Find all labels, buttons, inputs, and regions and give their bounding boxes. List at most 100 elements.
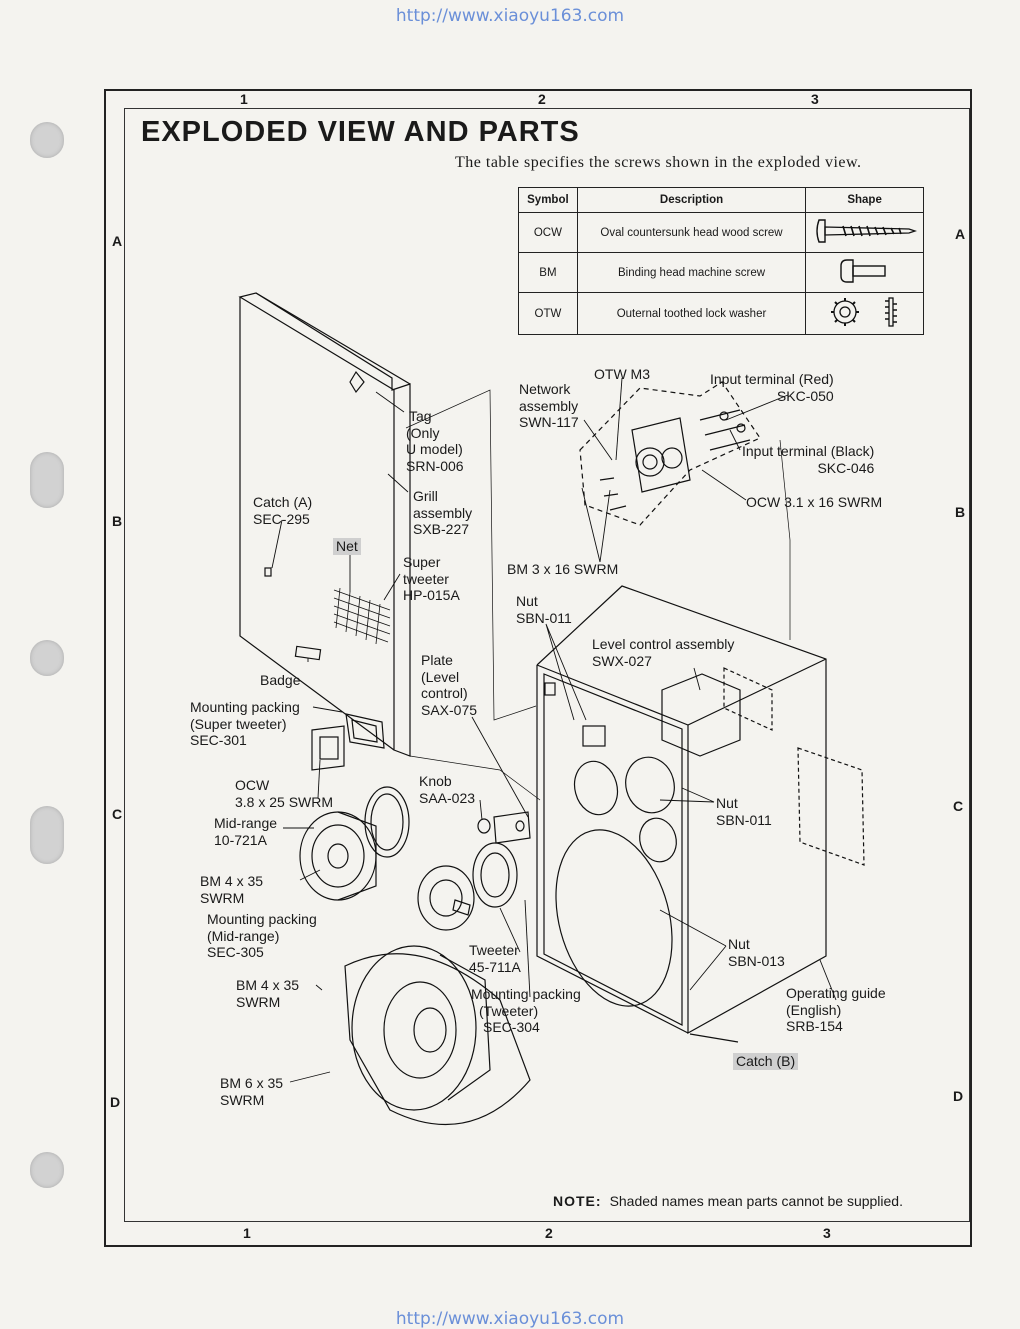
- note-label: NOTE:: [553, 1193, 602, 1209]
- page-title: EXPLODED VIEW AND PARTS: [141, 116, 580, 148]
- grid-row-a-left: A: [112, 233, 123, 249]
- grid-col-3-top: 3: [811, 91, 819, 107]
- label-line: 45-711A: [469, 958, 521, 975]
- label-line: SWRM: [236, 993, 281, 1010]
- network-assembly-drawing: [579, 381, 761, 526]
- label-bm-4x35-b: BM 4 x 35 SWRM: [236, 977, 299, 1010]
- binder-hole-4: [30, 806, 64, 864]
- grid-col-2-bottom: 2: [545, 1225, 553, 1241]
- binder-hole-2: [30, 452, 64, 508]
- midrange-drawing: [299, 786, 410, 901]
- label-tweeter: Tweeter 45-711A: [469, 942, 521, 975]
- label-ocw-3-8: OCW 3.8 x 25 SWRM: [235, 777, 333, 810]
- label-catch-a: Catch (A) SEC-295: [253, 494, 312, 527]
- label-line: Tweeter: [469, 942, 519, 958]
- shape-cell: [805, 252, 924, 293]
- label-knob: Knob SAA-023: [419, 773, 475, 806]
- label-mounting-packing-tweeter: Mounting packing (Tweeter) SEC-304: [471, 986, 581, 1036]
- label-line: HP-015A: [403, 587, 460, 603]
- page-subtitle: The table specifies the screws shown in …: [455, 154, 862, 171]
- label-line: assembly: [413, 504, 473, 521]
- label-line: (English): [786, 1001, 842, 1018]
- label-line: SKC-046: [817, 459, 875, 476]
- label-line: OCW: [235, 777, 270, 793]
- label-line: SEC-301: [190, 732, 247, 748]
- cabinet-drawing: [536, 585, 865, 1043]
- label-line: Super: [403, 554, 441, 570]
- label-line: SEC-295: [253, 510, 310, 527]
- label-line: (Tweeter): [479, 1002, 539, 1019]
- tweeter-drawing: [417, 842, 518, 931]
- note-text: Shaded names mean parts cannot be suppli…: [609, 1193, 903, 1209]
- label-line: SEC-304: [483, 1019, 540, 1035]
- label-mounting-packing-super: Mounting packing (Super tweeter) SEC-301: [190, 699, 300, 749]
- label-line: Plate: [421, 652, 453, 668]
- source-url-bottom[interactable]: http://www.xiaoyu163.com: [395, 1309, 625, 1329]
- table-row: BM Binding head machine screw: [518, 252, 924, 293]
- label-network-assembly: Network assembly SWN-117: [519, 381, 579, 431]
- label-catch-b: Catch (B): [733, 1053, 799, 1070]
- label-line: 10-721A: [214, 831, 267, 848]
- col-header-symbol: Symbol: [518, 187, 578, 213]
- label-line: Nut: [716, 795, 738, 811]
- label-nut-mid: Nut SBN-011: [716, 795, 772, 828]
- label-line: Grill: [413, 488, 438, 504]
- grid-col-2-top: 2: [538, 91, 546, 107]
- machine-screw-icon: [839, 259, 886, 283]
- wood-screw-icon: [815, 219, 917, 243]
- grid-row-b-right: B: [955, 504, 966, 520]
- label-bm-4x35-a: BM 4 x 35 SWRM: [200, 873, 263, 906]
- leader-lines: [271, 377, 837, 1083]
- label-line: Level control assembly: [592, 636, 735, 652]
- grid-col-1-top: 1: [240, 91, 248, 107]
- page-frame: [104, 89, 972, 1247]
- label-nut-bottom: Nut SBN-013: [728, 936, 785, 969]
- grid-col-1-bottom: 1: [243, 1225, 251, 1241]
- label-input-terminal-red: Input terminal (Red) SKC-050: [710, 371, 834, 404]
- label-bm-3x16: BM 3 x 16 SWRM: [507, 561, 619, 577]
- label-line: SWX-027: [592, 652, 652, 669]
- label-line: tweeter: [403, 570, 449, 587]
- label-level-control: Level control assembly SWX-027: [592, 636, 734, 669]
- label-operating-guide: Operating guide (English) SRB-154: [786, 985, 886, 1035]
- col-header-description: Description: [576, 187, 807, 213]
- label-line: (Only: [406, 424, 440, 441]
- label-line: SWRM: [220, 1091, 265, 1108]
- label-super-tweeter: Super tweeter HP-015A: [403, 554, 460, 604]
- label-line: SRN-006: [406, 457, 464, 474]
- label-line: 3.8 x 25 SWRM: [235, 793, 334, 810]
- grid-row-c-right: C: [953, 798, 964, 814]
- description-cell: Outernal toothed lock washer: [576, 292, 807, 335]
- label-line: Catch (A): [253, 494, 313, 510]
- label-line: (Level: [421, 668, 460, 685]
- binder-hole-5: [30, 1152, 64, 1188]
- label-line: SWRM: [200, 889, 245, 906]
- binder-hole-1: [30, 122, 64, 158]
- screw-table: Symbol Description Shape OCW Oval counte…: [518, 187, 924, 335]
- table-row: OTW Outernal toothed lock washer: [518, 292, 924, 335]
- label-line: SRB-154: [786, 1018, 843, 1034]
- symbol-cell: OCW: [518, 212, 578, 253]
- label-line: Network: [519, 381, 571, 397]
- label-line: Nut: [728, 936, 750, 952]
- label-line: BM 4 x 35: [200, 873, 264, 889]
- label-line: Tag: [409, 408, 432, 424]
- super-tweeter-drawing: [311, 713, 385, 771]
- label-nut-top: Nut SBN-011: [516, 593, 572, 626]
- label-line: SBN-013: [728, 952, 785, 969]
- label-net: Net: [333, 538, 361, 555]
- grid-col-3-bottom: 3: [823, 1225, 831, 1241]
- description-cell: Oval countersunk head wood screw: [576, 212, 807, 253]
- drawing-area: [124, 108, 970, 1222]
- label-line: assembly: [519, 397, 579, 414]
- label-line: Nut: [516, 593, 538, 609]
- grid-row-d-left: D: [110, 1094, 121, 1110]
- grill-assembly-drawing: [238, 292, 411, 757]
- shape-cell: [805, 292, 924, 335]
- label-badge: Badge: [260, 672, 301, 688]
- label-mounting-packing-mid: Mounting packing (Mid-range) SEC-305: [207, 911, 317, 961]
- label-ocw-3-1: OCW 3.1 x 16 SWRM: [746, 494, 883, 510]
- source-url-top[interactable]: http://www.xiaoyu163.com: [395, 6, 625, 26]
- label-line: SXB-227: [413, 521, 470, 537]
